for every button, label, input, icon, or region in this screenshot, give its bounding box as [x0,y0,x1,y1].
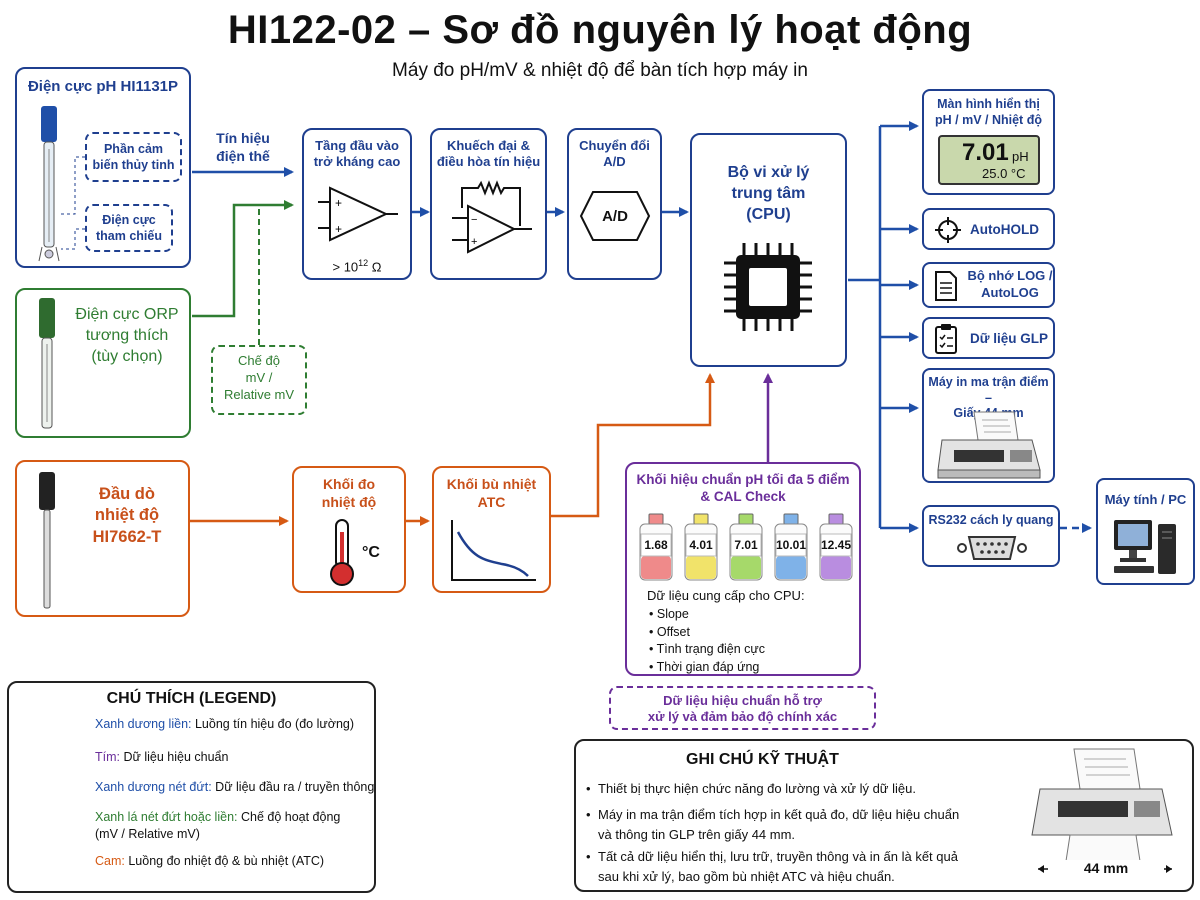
document-icon [935,271,957,301]
amplifier-stage-box: Khuếch đại &điều hòa tín hiệu − + [430,128,547,280]
buffer-bottle: 10.01 [772,512,810,582]
buffer-bottle: 12.45 [817,512,855,582]
legend-row-measurement: Xanh dương liền: Luồng tín hiệu đo (đo l… [95,717,355,731]
clipboard-icon [935,324,957,354]
lcd-reading: 7.01 [962,139,1009,166]
chip-icon [724,243,812,331]
thermometer-icon [330,519,354,586]
ph-electrode-icon [38,106,60,262]
crosshair-icon [935,217,961,243]
tech-note-item: Thiết bị thực hiện chức năng đo lường và… [586,779,998,799]
buffer-value: 12.45 [820,538,852,552]
amplifier-icon: − + [452,180,532,254]
legend-row-mode: Xanh lá nét đứt hoặc liền: Chế độ hoạt đ… [95,810,341,841]
bottle-icon [729,513,763,581]
pc-box: Máy tính / PC [1096,478,1195,585]
paper-width-label: 44 mm [1048,860,1164,876]
serial-port-icon [957,536,1027,560]
legend-row-temperature: Cam: Luồng đo nhiệt độ & bù nhiệt (ATC) [95,854,325,868]
opamp-icon: + + [318,186,398,242]
calibration-item: • Thời gian đáp ứng [649,659,760,674]
buffer-bottle: 4.01 [682,512,720,582]
bottle-icon [774,513,808,581]
lcd-temperature: 25.0 °C [982,166,1026,181]
buffer-value: 7.01 [734,538,758,552]
calibration-item: • Tình trạng điện cực [649,642,766,656]
legend-title: CHÚ THÍCH (LEGEND) [106,690,277,707]
celsius-symbol: °C [362,544,380,561]
page-subtitle: Máy đo pH/mV & nhiệt độ để bàn tích hợp … [392,60,808,81]
rs232-box: RS232 cách ly quang [922,505,1060,567]
legend-box: CHÚ THÍCH (LEGEND) [7,681,376,893]
calibration-provides: Dữ liệu cung cấp cho CPU: [647,588,805,603]
tech-note-item: Máy in ma trận điểm tích hợp in kết quả … [586,805,998,845]
log-memory-box: Bộ nhớ LOG /AutoLOG [922,262,1055,308]
calibration-items: • Slope • Offset • Tình trạng điện cực •… [649,606,765,676]
electrode-pointer-lines [61,156,85,250]
svg-text:+: + [335,222,342,236]
tech-note-item: Tất cả dữ liệu hiển thị, lưu trữ, truyền… [586,847,998,887]
bottle-icon [684,513,718,581]
buffer-value: 10.01 [775,538,807,552]
tech-notes-title: GHI CHÚ KỸ THUẬT [686,751,839,768]
page-title: HI122-02 – Sơ đồ nguyên lý hoạt động [227,8,973,52]
calibration-item: • Slope [649,607,689,621]
bottle-icon [639,513,673,581]
tech-printer-icon [1031,748,1173,873]
lcd-screen: 7.01 pH 25.0 °C [938,135,1040,185]
legend-row-calibration: Tím: Dữ liệu hiệu chuẩn [95,750,229,764]
calibration-item: • Offset [649,624,690,639]
lcd-reading-unit: pH [1012,149,1029,164]
glp-label: Dữ liệu GLP [970,331,1049,346]
temp-probe-icon [39,472,55,609]
ph-electrode-title: Điện cực pH HI1131P [27,78,179,95]
autohold-label: AutoHOLD [970,222,1039,237]
pc-label: Máy tính / PC [1104,492,1187,507]
buffer-value: 1.68 [644,538,668,552]
buffer-bottle: 1.68 [637,512,675,582]
buffer-bottles: 1.68 4.01 7.01 10.01 12.45 [627,512,859,582]
legend-row-output: Xanh dương nét đứt: Dữ liệu đầu ra / tru… [95,780,375,794]
computer-icon [1114,520,1176,574]
adc-icon [579,191,651,241]
svg-text:−: − [471,214,477,226]
adc-symbol: A/D [602,208,628,225]
glp-box: Dữ liệu GLP [922,317,1055,359]
bottle-icon [819,513,853,581]
rs232-label: RS232 cách ly quang [928,513,1054,527]
atc-curve-icon [451,520,536,581]
log-memory-label: Bộ nhớ LOG /AutoLOG [967,268,1053,300]
autohold-box: AutoHOLD [922,208,1055,250]
svg-text:+: + [335,196,342,210]
svg-text:+: + [471,236,477,248]
orp-electrode-icon [39,298,55,429]
orp-signal-arrow [192,200,294,318]
calibration-box: Khối hiệu chuẩn pH tối đa 5 điểm& CAL Ch… [625,462,861,676]
buffer-bottle: 7.01 [727,512,765,582]
buffer-value: 4.01 [689,538,713,552]
input-impedance: > 1012 Ω [332,258,382,275]
printer-box: Máy in ma trận điểm –Giấy 44 mm [922,368,1055,483]
printer-icon [937,411,1041,479]
